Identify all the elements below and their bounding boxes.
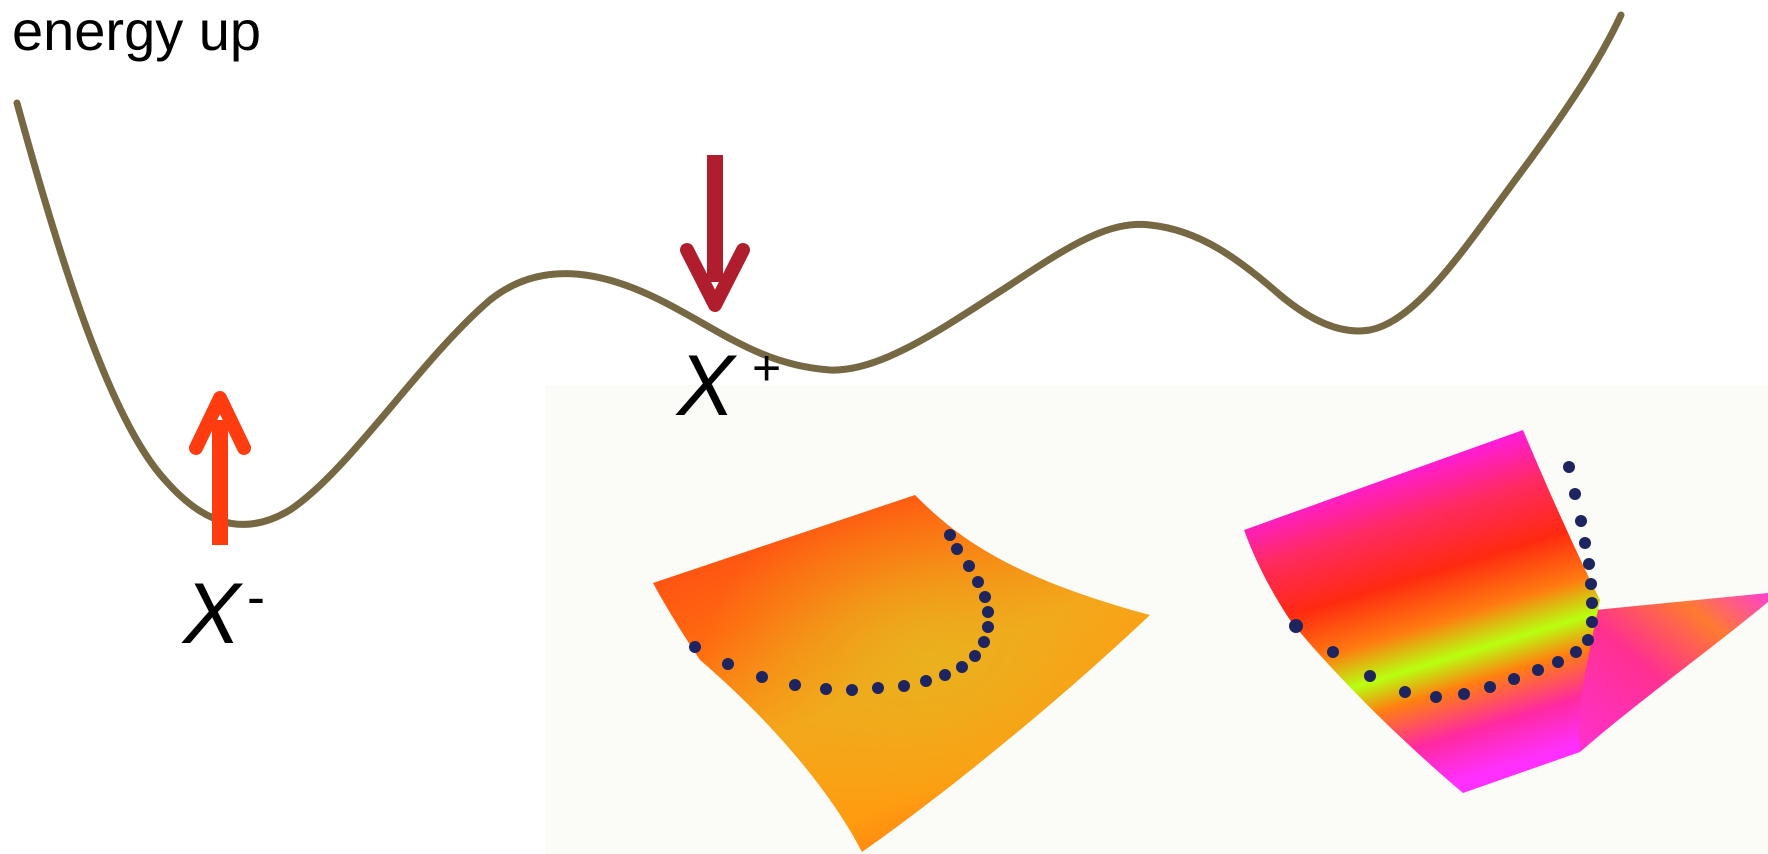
- path-dot: [1552, 656, 1564, 668]
- path-dot: [1508, 673, 1520, 685]
- path-dot: [920, 675, 932, 687]
- path-dot: [872, 682, 884, 694]
- path-dot: [944, 529, 956, 541]
- path-dot: [1364, 670, 1376, 682]
- svg-text:X: X: [181, 566, 244, 662]
- path-dot: [978, 636, 990, 648]
- path-dot: [1586, 597, 1598, 609]
- path-dot: [1327, 646, 1339, 658]
- path-dot: [1575, 515, 1587, 527]
- path-dot: [789, 679, 801, 691]
- path-dot: [1579, 537, 1591, 549]
- path-dot: [969, 650, 981, 662]
- path-dot: [1570, 646, 1582, 658]
- path-dot: [1585, 578, 1597, 590]
- path-dot: [1484, 681, 1496, 693]
- path-dot: [1569, 488, 1581, 500]
- path-dot: [1582, 634, 1594, 646]
- svg-text:+: +: [752, 340, 781, 396]
- path-dot: [972, 576, 984, 588]
- path-dot: [963, 560, 975, 572]
- label-x-minus: X -: [181, 566, 265, 662]
- svg-text:X: X: [675, 338, 738, 434]
- diagram-title: energy up: [12, 0, 261, 62]
- label-x-minus-base: X: [181, 566, 244, 662]
- svg-text:-: -: [247, 567, 265, 627]
- path-dot: [689, 641, 701, 653]
- path-dot: [898, 680, 910, 692]
- path-dot: [1586, 616, 1598, 628]
- path-dot: [820, 683, 832, 695]
- path-dot: [722, 658, 734, 670]
- arrow-down-icon: [687, 155, 743, 305]
- path-dot: [982, 621, 994, 633]
- label-x-minus-sup: -: [247, 567, 265, 627]
- label-x-plus-sup: +: [752, 340, 781, 396]
- path-dot: [1399, 686, 1411, 698]
- path-dot: [846, 684, 858, 696]
- path-dot: [1430, 691, 1442, 703]
- path-dot: [1458, 688, 1470, 700]
- path-dot: [982, 606, 994, 618]
- path-dot: [956, 661, 968, 673]
- path-dot: [1532, 664, 1544, 676]
- path-dot: [1563, 461, 1575, 473]
- label-x-plus-base: X: [675, 338, 738, 434]
- path-dot: [1583, 558, 1595, 570]
- path-dot: [1289, 619, 1303, 633]
- path-dot: [979, 591, 991, 603]
- path-dot: [756, 671, 768, 683]
- path-dot: [939, 669, 951, 681]
- path-dot: [951, 543, 963, 555]
